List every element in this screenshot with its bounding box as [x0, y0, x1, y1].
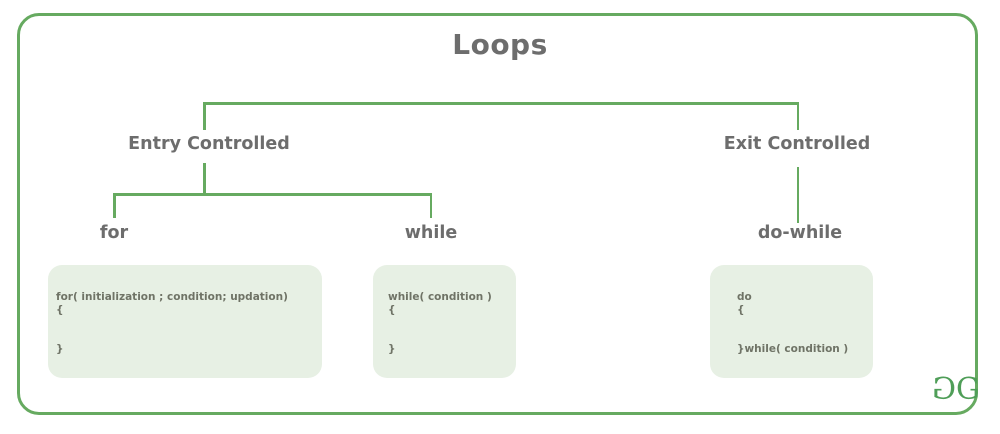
- code-for: for( initialization ; condition; updatio…: [56, 291, 288, 355]
- connector-root-hline: [203, 102, 799, 105]
- connector-entry-down-stub: [203, 163, 206, 194]
- branch-label-entry-controlled: Entry Controlled: [128, 134, 290, 154]
- geeksforgeeks-logo-g: G: [956, 372, 980, 407]
- branch-label-exit-controlled: Exit Controlled: [723, 134, 871, 154]
- connector-root-left-stub: [203, 102, 206, 130]
- diagram-title: Loops: [452, 28, 548, 61]
- code-box-do-while: do { }while( condition ): [710, 265, 873, 378]
- leaf-label-while: while: [404, 223, 458, 243]
- code-box-while: while( condition ) { }: [373, 265, 516, 378]
- diagram-border: [17, 13, 978, 415]
- geeksforgeeks-logo-mirrored-g: G: [934, 372, 956, 407]
- geeksforgeeks-logo: GG: [930, 372, 982, 407]
- connector-root-right-stub: [796, 102, 799, 130]
- code-do-while: do { }while( condition ): [737, 291, 849, 355]
- leaf-label-for: for: [99, 223, 129, 243]
- connector-entry-hline: [113, 193, 432, 196]
- leaf-label-do-while: do-while: [757, 223, 843, 243]
- connector-dowhile-stub: [796, 167, 799, 223]
- connector-for-stub: [113, 193, 116, 218]
- code-box-for: for( initialization ; condition; updatio…: [48, 265, 322, 378]
- connector-while-stub: [429, 193, 432, 218]
- code-while: while( condition ) { }: [388, 291, 492, 355]
